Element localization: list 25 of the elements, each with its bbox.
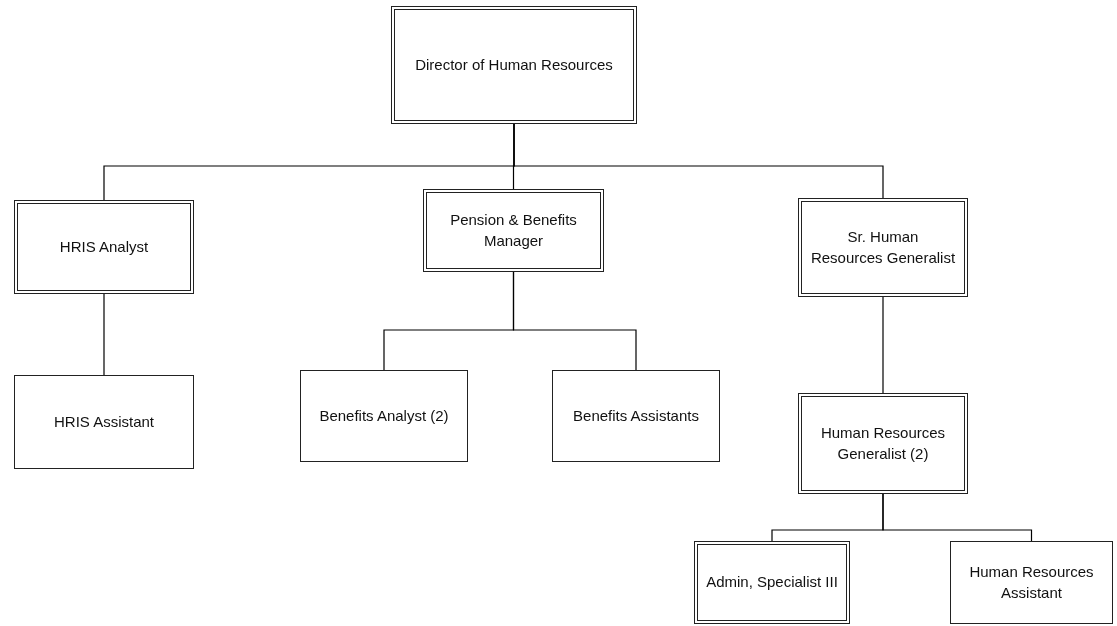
position-box [423,189,604,272]
position-box [391,6,637,124]
position-box [798,393,968,494]
position-box [694,541,850,624]
position-box [798,198,968,297]
connector-line [512,271,637,371]
position-title: Sr. Human Resources Generalist [810,227,956,268]
connector-line [882,296,884,394]
position-title: Benefits Analyst (2) [319,405,449,426]
position-title: Human Resources Generalist (2) [819,423,947,464]
position-title: Director of Human Resources [415,54,613,75]
position-title: Human Resources Assistant [968,562,1095,603]
connector-line [513,123,884,199]
position-box [950,541,1113,624]
position-box [300,370,468,462]
connector-line [882,493,1033,542]
position-box [14,375,194,469]
position-title: HRIS Analyst [59,236,149,257]
position-title: Benefits Assistants [573,405,699,426]
position-title: HRIS Assistant [53,411,154,432]
position-title: Pension & Benefits Manager [449,210,578,251]
position-box [552,370,720,462]
position-box [14,200,194,294]
connector-line [103,293,105,376]
position-title: Admin, Specialist III [706,572,838,593]
